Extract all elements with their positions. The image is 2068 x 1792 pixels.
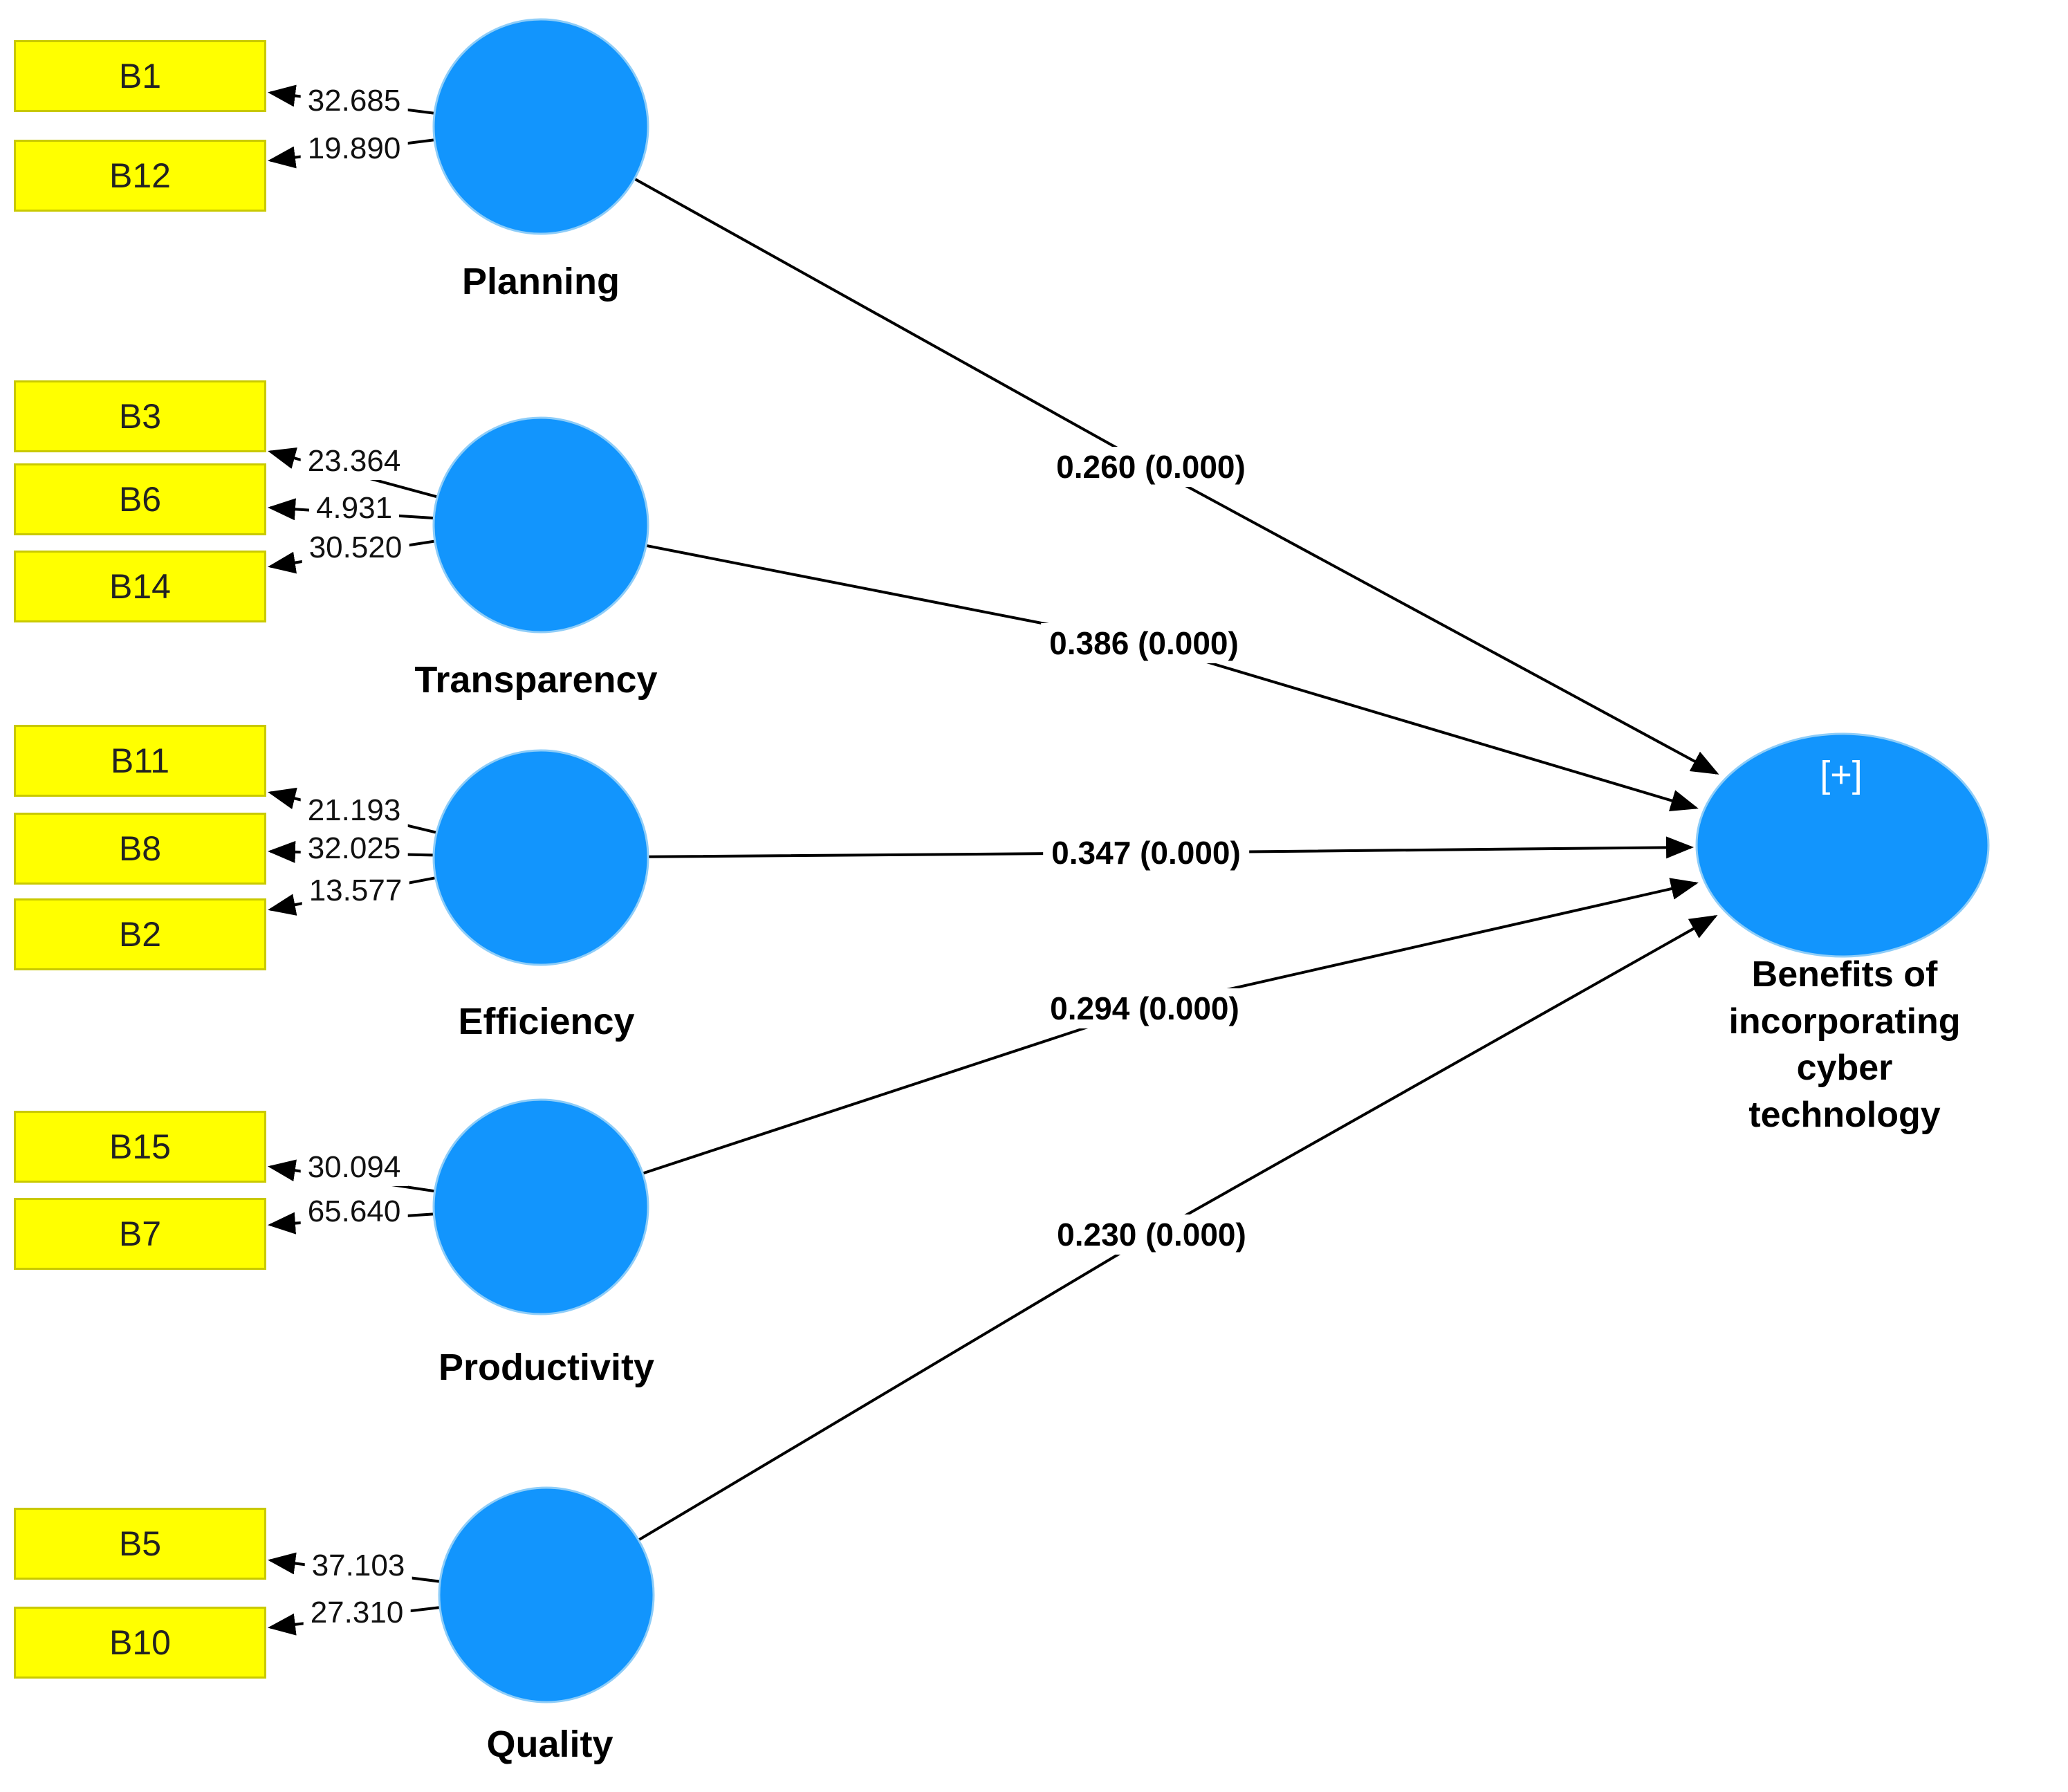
indicator-label: B6: [118, 480, 162, 519]
indicator-box-b12: B12: [14, 140, 266, 212]
indicator-box-b5: B5: [14, 1508, 266, 1580]
construct-ellipse-quality: [438, 1486, 655, 1703]
loading-productivity-b15: 30.094: [300, 1149, 408, 1186]
coefficient-efficiency: 0.347 (0.000): [1043, 833, 1249, 873]
construct-ellipse-transparency: [432, 416, 649, 634]
indicator-label: B14: [109, 567, 171, 606]
indicator-label: B1: [118, 57, 162, 95]
indicator-label: B11: [110, 741, 170, 780]
coefficient-transparency: 0.386 (0.000): [1041, 623, 1247, 663]
path-productivity-outcome: [540, 878, 1699, 1208]
construct-label-quality: Quality: [486, 1724, 613, 1765]
indicator-label: B15: [109, 1127, 171, 1166]
outcome-label: Benefits of incorporating cyber technolo…: [1728, 954, 1961, 1135]
indicator-label: B5: [118, 1524, 162, 1563]
coefficient-planning: 0.260 (0.000): [1048, 447, 1254, 487]
path-transparency-outcome: [540, 524, 1699, 812]
indicator-label: B8: [118, 829, 162, 868]
construct-label-planning: Planning: [462, 261, 620, 302]
indicator-box-b1: B1: [14, 40, 266, 112]
loading-planning-b12: 19.890: [300, 130, 408, 167]
indicator-box-b8: B8: [14, 813, 266, 885]
construct-label-productivity: Productivity: [438, 1347, 655, 1388]
indicator-box-b11: B11: [14, 725, 266, 797]
indicator-label: B3: [118, 397, 162, 436]
plus-collapsed-indicators-icon: [+]: [1820, 754, 1863, 795]
indicator-box-b15: B15: [14, 1111, 266, 1183]
indicator-box-b6: B6: [14, 463, 266, 535]
indicator-box-b7: B7: [14, 1198, 266, 1270]
indicator-label: B10: [109, 1623, 171, 1662]
indicator-label: B12: [109, 156, 171, 195]
construct-ellipse-efficiency: [432, 749, 649, 966]
coefficient-quality: 0.230 (0.000): [1049, 1214, 1255, 1255]
loading-transparency-b6: 4.931: [308, 490, 400, 527]
construct-ellipse-productivity: [432, 1098, 649, 1315]
indicator-box-b10: B10: [14, 1607, 266, 1679]
loading-quality-b5: 37.103: [304, 1547, 412, 1585]
loading-planning-b1: 32.685: [300, 82, 408, 120]
construct-label-efficiency: Efficiency: [458, 1001, 635, 1042]
indicator-box-b3: B3: [14, 380, 266, 452]
loading-productivity-b7: 65.640: [300, 1193, 408, 1230]
coefficient-productivity: 0.294 (0.000): [1042, 988, 1248, 1028]
loading-efficiency-b2: 13.577: [302, 872, 409, 909]
loading-transparency-b14: 30.520: [302, 529, 409, 566]
loading-efficiency-b8: 32.025: [300, 830, 408, 867]
construct-shapes: [432, 18, 1990, 1703]
construct-label-transparency: Transparency: [414, 659, 658, 701]
construct-ellipse-planning: [432, 18, 649, 235]
indicator-label: B7: [118, 1214, 162, 1253]
indicator-box-b14: B14: [14, 551, 266, 622]
loading-quality-b10: 27.310: [303, 1594, 411, 1632]
indicator-label: B2: [118, 915, 162, 954]
loading-transparency-b3: 23.364: [300, 443, 408, 480]
indicator-box-b2: B2: [14, 898, 266, 970]
loading-efficiency-b11: 21.193: [300, 792, 408, 829]
outcome-ellipse: [1695, 732, 1990, 958]
